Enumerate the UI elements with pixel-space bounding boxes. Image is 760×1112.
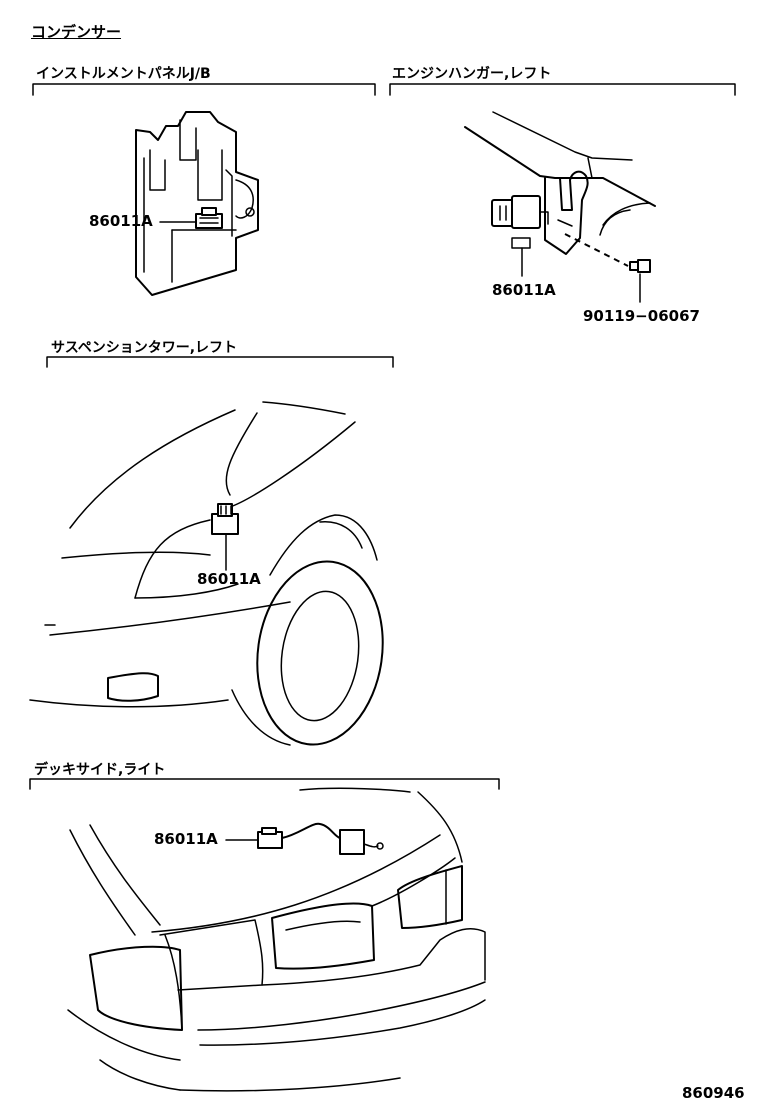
rear-car-illustration [67,787,486,1092]
bolt-dashed-line [564,233,629,267]
section-bracket-engine-hanger [389,83,736,96]
capacitor-deck-side [257,822,384,855]
part-number-deck-side: 86011A [154,830,218,848]
diagram-number: 860946 [682,1084,745,1102]
junction-block-illustration [135,111,259,296]
page-title: コンデンサー [31,23,122,41]
section-title-deck-side: デッキサイド,ライト [34,762,166,778]
capacitor-engine-hanger [491,195,549,249]
capacitor-instrument-panel [195,207,223,229]
front-wheel-illustration [231,560,384,746]
part-number-instrument-panel: 86011A [89,212,153,230]
section-title-suspension-tower: サスペンションタワー,レフト [51,340,238,356]
front-car-illustration [29,401,378,708]
engine-hanger-illustration [464,111,656,255]
part-number-suspension-tower: 86011A [197,570,261,588]
section-bracket-instrument-panel [32,83,376,96]
section-bracket-suspension-tower [46,356,394,368]
capacitor-suspension-tower [211,503,239,535]
bolt-illustration [629,259,651,273]
section-bracket-deck-side [29,778,500,790]
section-title-instrument-panel: インストルメントパネルJ/B [36,66,211,82]
section-title-engine-hanger: エンジンハンガー,レフト [392,66,552,82]
part-number-engine-hanger: 86011A [492,281,556,299]
bolt-part-number: 90119−06067 [583,307,700,325]
